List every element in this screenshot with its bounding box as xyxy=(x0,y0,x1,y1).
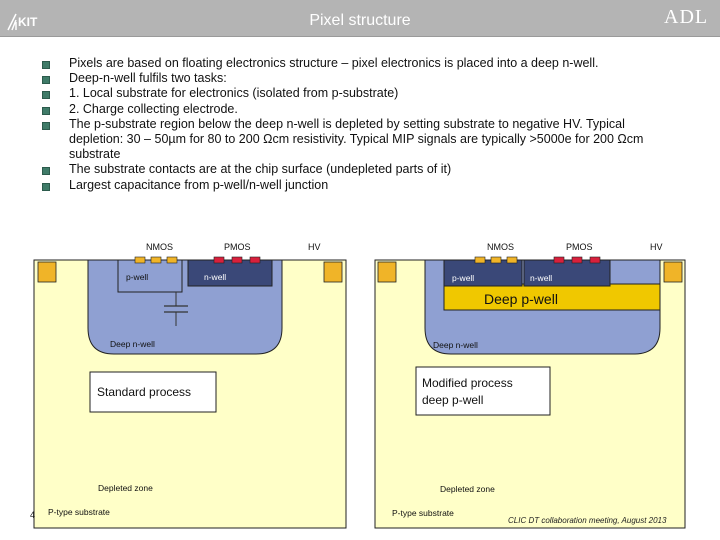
right-diagram: NMOS PMOS HV p-well n-well Deep p-well D… xyxy=(374,242,686,529)
bullet-square-icon xyxy=(42,167,50,176)
page-title: Pixel structure xyxy=(309,12,411,29)
right-nmos-label: NMOS xyxy=(487,242,514,252)
modified-process-label-line2: deep p-well xyxy=(422,393,483,407)
right-deep-pwell xyxy=(443,283,661,311)
left-substrate-contact-left xyxy=(37,261,57,283)
left-deep-nwell-label: Deep n-well xyxy=(110,339,155,349)
bullet-square-icon xyxy=(42,91,50,100)
left-substrate-contact-right xyxy=(323,261,343,283)
bullet-square-icon xyxy=(42,106,50,115)
left-nwell xyxy=(187,259,273,287)
left-hv-label: HV xyxy=(308,242,321,252)
right-nmos-gate-contact xyxy=(490,256,502,264)
bullet-square-icon xyxy=(42,121,50,130)
header-bar: KIT Pixel structure ADL xyxy=(0,0,720,37)
pmos-gate-contact xyxy=(231,256,243,264)
pmos-drain-contact xyxy=(249,256,261,264)
modified-process-box xyxy=(415,366,551,416)
standard-process-label: Standard process xyxy=(97,385,191,399)
bullet-item: The p-substrate region below the deep n-… xyxy=(42,117,682,163)
left-substrate-label: P-type substrate xyxy=(48,507,110,517)
bullet-item: 2. Charge collecting electrode. xyxy=(42,102,682,117)
right-pmos-label: PMOS xyxy=(566,242,593,252)
nmos-drain-contact xyxy=(166,256,178,264)
footer-meeting: CLIC DT collaboration meeting, August 20… xyxy=(508,516,667,525)
right-substrate-contact-right xyxy=(663,261,683,283)
left-pmos-label: PMOS xyxy=(224,242,251,252)
bullet-item: 1. Local substrate for electronics (isol… xyxy=(42,86,682,101)
deep-pwell-label: Deep p-well xyxy=(484,291,558,307)
kit-logo-text: KIT xyxy=(18,15,38,29)
pixel-cross-section-diagram: NMOS PMOS HV p-well n-well Deep n-well S… xyxy=(33,242,686,529)
right-pmos-gate-contact xyxy=(571,256,583,264)
bullet-square-icon xyxy=(42,61,50,69)
right-nwell-label: n-well xyxy=(530,273,552,283)
right-pwell-label: p-well xyxy=(452,273,474,283)
standard-process-box xyxy=(89,371,217,413)
bullet-item: Pixels are based on floating electronics… xyxy=(42,56,682,71)
bullet-item: The substrate contacts are at the chip s… xyxy=(42,162,682,177)
right-pwell xyxy=(443,259,523,287)
modified-process-label-line1: Modified process xyxy=(422,376,513,390)
bullet-square-icon xyxy=(42,76,50,85)
right-deep-nwell-label: Deep n-well xyxy=(433,340,478,350)
left-nwell-label: n-well xyxy=(204,272,226,282)
right-pmos-source-contact xyxy=(553,256,565,264)
left-pwell xyxy=(117,259,183,293)
right-substrate-contact-left xyxy=(377,261,397,283)
left-nmos-label: NMOS xyxy=(146,242,173,252)
nmos-source-contact xyxy=(134,256,146,264)
left-depleted-label: Depleted zone xyxy=(98,483,153,493)
right-depleted-label: Depleted zone xyxy=(440,484,495,494)
right-nwell xyxy=(523,259,611,287)
bullet-item: Largest capacitance from p-well/n-well j… xyxy=(42,178,682,193)
adl-logo: ADL xyxy=(664,6,709,28)
pmos-source-contact xyxy=(213,256,225,264)
right-nmos-source-contact xyxy=(474,256,486,264)
right-hv-label: HV xyxy=(650,242,663,252)
bullet-item: Deep-n-well fulfils two tasks: xyxy=(42,71,682,86)
left-diagram: NMOS PMOS HV p-well n-well Deep n-well S… xyxy=(33,242,347,529)
bullet-square-icon xyxy=(42,182,50,191)
right-pmos-drain-contact xyxy=(589,256,601,264)
left-pwell-label: p-well xyxy=(126,272,148,282)
right-nmos-drain-contact xyxy=(506,256,518,264)
page-number: 4 xyxy=(30,510,36,520)
right-substrate-label: P-type substrate xyxy=(392,508,454,518)
kit-logo-icon: KIT xyxy=(7,13,38,31)
bullet-list: Pixels are based on floating electronics… xyxy=(42,56,682,193)
nmos-gate-contact xyxy=(150,256,162,264)
